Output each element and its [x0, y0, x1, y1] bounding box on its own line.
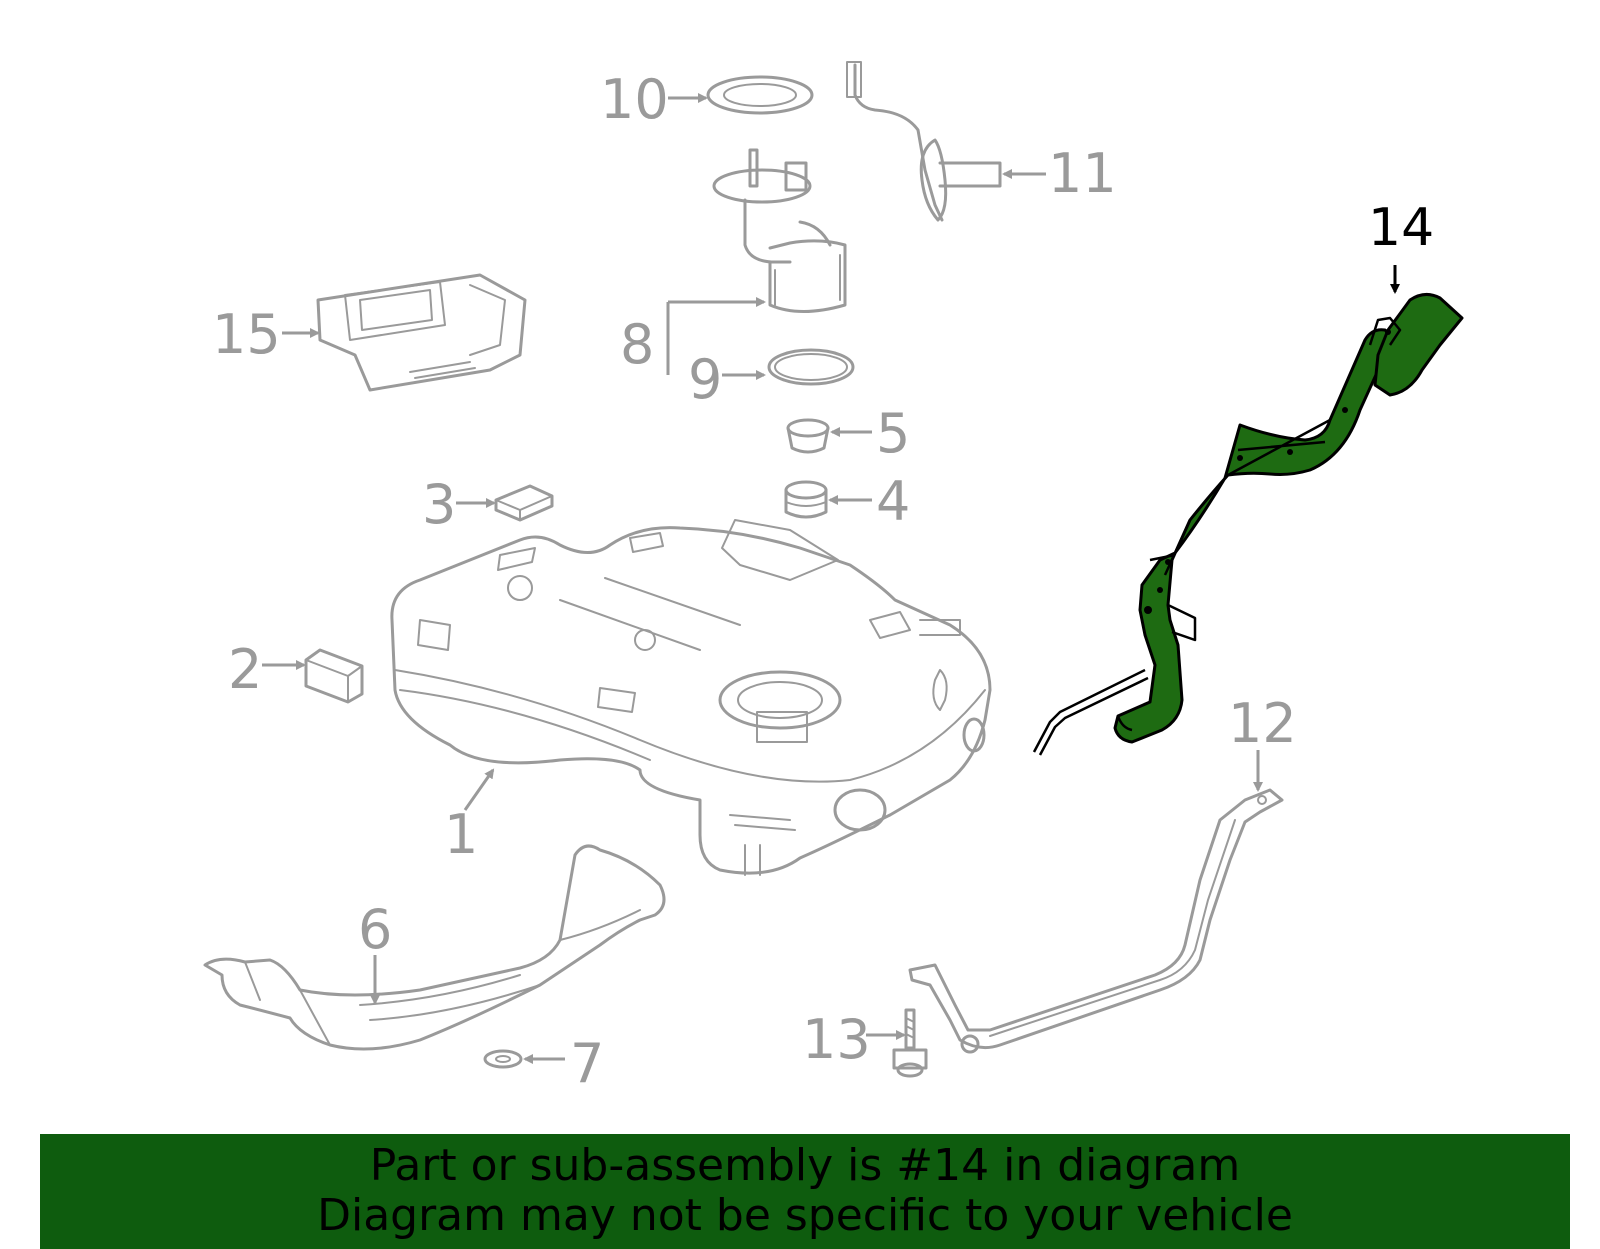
callout-11: 11 — [1048, 142, 1117, 205]
part-11-level-sender: 11 — [846, 61, 1117, 222]
part-10-lock-ring: 10 — [600, 68, 814, 131]
part-14-filler-pipe: 14 — [1032, 198, 1464, 756]
part-8-fuel-pump: 8 — [620, 148, 847, 376]
part-15-control-module: 15 — [212, 273, 527, 392]
part-6-heat-shield: 6 — [203, 844, 666, 1051]
callout-13: 13 — [802, 1008, 871, 1071]
callout-5: 5 — [876, 402, 910, 465]
part-7-washer: 7 — [483, 1032, 604, 1095]
callout-6: 6 — [358, 898, 392, 961]
callout-4: 4 — [876, 470, 910, 533]
part-3-pad: 3 — [422, 473, 554, 536]
callout-7: 7 — [570, 1032, 604, 1095]
part-12-tank-strap: 12 — [908, 692, 1297, 1054]
info-banner: Part or sub-assembly is #14 in diagram D… — [40, 1134, 1570, 1249]
part-1-fuel-tank: 1 — [390, 519, 992, 876]
callout-9: 9 — [688, 348, 722, 411]
banner-line-2: Diagram may not be specific to your vehi… — [317, 1190, 1293, 1241]
part-4-insulator: 4 — [784, 470, 910, 533]
part-5-grommet: 5 — [786, 402, 910, 465]
part-2-pad: 2 — [228, 638, 364, 704]
callout-12: 12 — [1228, 692, 1297, 755]
callout-3: 3 — [422, 473, 456, 536]
callout-2: 2 — [228, 638, 262, 701]
callout-10: 10 — [600, 68, 669, 131]
callout-15: 15 — [212, 303, 281, 366]
banner-line-1: Part or sub-assembly is #14 in diagram — [369, 1140, 1241, 1191]
part-9-o-ring: 9 — [688, 348, 855, 411]
callout-8: 8 — [620, 313, 654, 376]
callout-14: 14 — [1368, 198, 1434, 258]
part-13-bolt: 13 — [802, 1008, 928, 1078]
callout-1: 1 — [444, 803, 478, 866]
